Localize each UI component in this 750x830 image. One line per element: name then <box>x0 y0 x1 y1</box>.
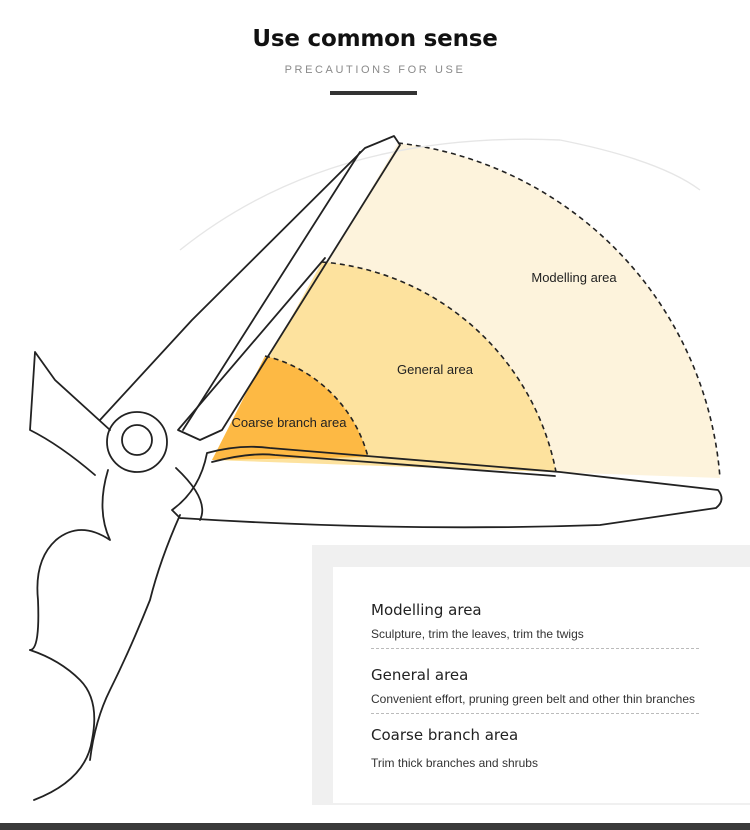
zone-coarse-branch <box>212 356 368 460</box>
info-item-general: General area Convenient effort, pruning … <box>371 666 711 706</box>
title-underline <box>330 91 417 95</box>
info-divider <box>371 713 699 714</box>
info-item-desc: Convenient effort, pruning green belt an… <box>371 692 695 706</box>
info-item-modelling: Modelling area Sculpture, trim the leave… <box>371 601 711 641</box>
page-subtitle: PRECAUTIONS FOR USE <box>284 64 466 76</box>
info-item-title: Modelling area <box>371 601 482 619</box>
handle-upper <box>29 351 111 476</box>
zone-label-coarse-branch: Coarse branch area <box>232 415 348 430</box>
bottom-rule <box>0 823 750 830</box>
zone-label-general: General area <box>397 362 474 377</box>
info-card: Modelling area Sculpture, trim the leave… <box>333 567 750 803</box>
info-item-desc: Sculpture, trim the leaves, trim the twi… <box>371 627 584 641</box>
handle-lower <box>29 469 111 651</box>
boundary-coarse-branch <box>264 355 369 458</box>
boundary-modelling <box>397 142 721 479</box>
upper-blade <box>99 135 401 441</box>
lower-blade <box>171 445 723 529</box>
header: Use common sense PRECAUTIONS FOR USE <box>0 0 750 110</box>
info-item-title: General area <box>371 666 469 684</box>
info-item-title: Coarse branch area <box>371 726 519 744</box>
info-divider <box>371 648 699 649</box>
info-item-desc: Trim thick branches and shrubs <box>371 756 538 770</box>
boundary-general <box>321 261 557 473</box>
zone-label-modelling: Modelling area <box>531 270 617 285</box>
page-title: Use common sense <box>252 26 498 52</box>
pivot-bolt <box>106 411 168 473</box>
info-item-coarse-branch: Coarse branch area Trim thick branches a… <box>371 726 711 770</box>
